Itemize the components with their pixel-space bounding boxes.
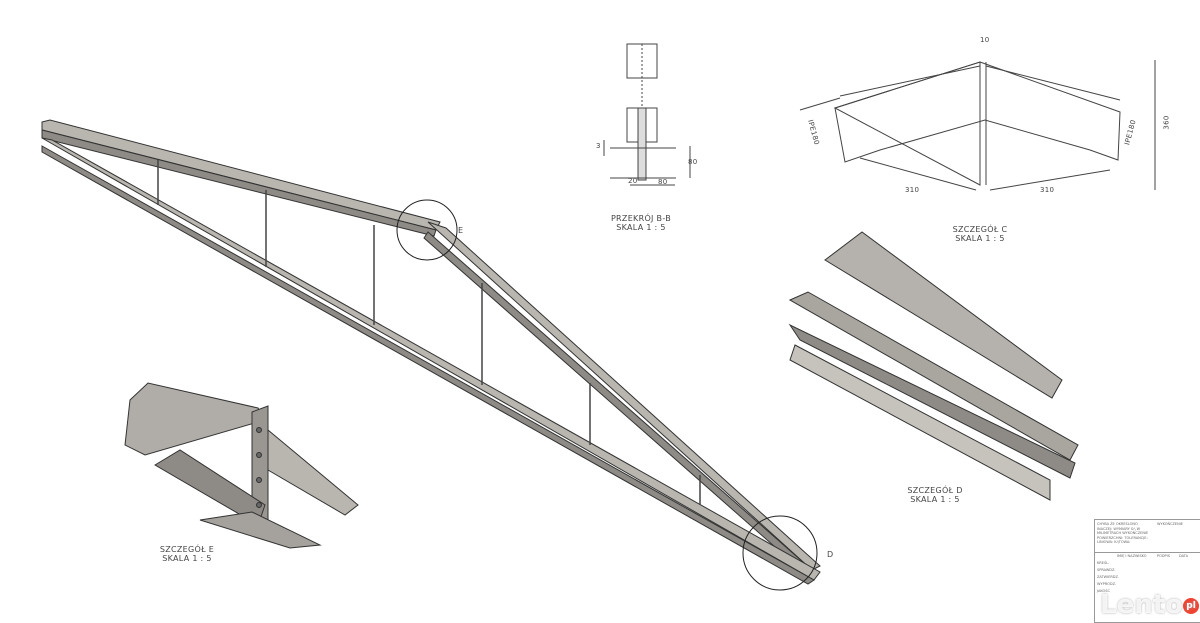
detail-scale: SKALA 1 : 5 [910, 495, 960, 504]
dim-bb-20: 20 [628, 177, 638, 185]
dim-c-310-right: 310 [1040, 186, 1055, 194]
tb-finish: WYKOŃCZENIE [1157, 522, 1183, 526]
tb-row: WYPRODZ. [1097, 582, 1117, 586]
dim-bb-80: 80 [658, 178, 668, 186]
dim-c-360: 360 [1162, 115, 1171, 130]
detail-title: SZCZEGÓŁ D [907, 486, 963, 495]
callout-e-label: E [458, 226, 464, 235]
top-chord [41, 119, 441, 231]
truss-posts [157, 160, 701, 505]
dim-c-10: 10 [980, 36, 990, 44]
title-block: CHYBA ŻE OKREŚLONO INACZEJ: WYMIARY SĄ W… [1094, 519, 1200, 623]
watermark-badge: pl [1183, 597, 1200, 614]
tb-row: ZATWIERDZ. [1097, 575, 1119, 579]
tb-header-name: IMIĘ I NAZWISKO [1117, 554, 1147, 558]
section-title: PRZEKRÓJ B-B [610, 214, 672, 223]
detail-title: SZCZEGÓŁ E [159, 545, 215, 554]
dim-bb-3: 3 [596, 142, 601, 150]
watermark-text: Lento [1100, 590, 1184, 620]
section-bb-drawing [603, 43, 691, 186]
detail-e-drawing [124, 382, 359, 549]
tb-row: SPRAWDZ. [1097, 568, 1116, 572]
dim-bb-80-vert: 80 [688, 158, 698, 166]
section-scale: SKALA 1 : 5 [616, 223, 666, 232]
callout-d-label: D [827, 550, 834, 559]
top-chord-flange [41, 129, 437, 237]
detail-d-callout-circle [742, 515, 818, 591]
right-rafter [427, 221, 821, 571]
tb-row: JAKOŚĆ [1097, 589, 1110, 593]
detail-title: SZCZEGÓŁ C [952, 225, 1008, 234]
detail-e-callout-circle [396, 199, 458, 261]
bottom-chord-flange [41, 145, 815, 585]
detail-c-drawing [799, 60, 1156, 191]
tb-note: CHYBA ŻE OKREŚLONO INACZEJ: WYMIARY SĄ W… [1097, 522, 1149, 544]
tb-header-date: DATA [1179, 554, 1189, 558]
tb-row: KREŚL. [1097, 561, 1110, 565]
detail-d-drawing [788, 231, 1079, 501]
tb-divider [1095, 552, 1200, 553]
tb-header-sign: PODPIS [1157, 554, 1170, 558]
detail-scale: SKALA 1 : 5 [955, 234, 1005, 243]
detail-scale: SKALA 1 : 5 [162, 554, 212, 563]
dim-c-310-left: 310 [905, 186, 920, 194]
bottom-chord [41, 137, 821, 581]
